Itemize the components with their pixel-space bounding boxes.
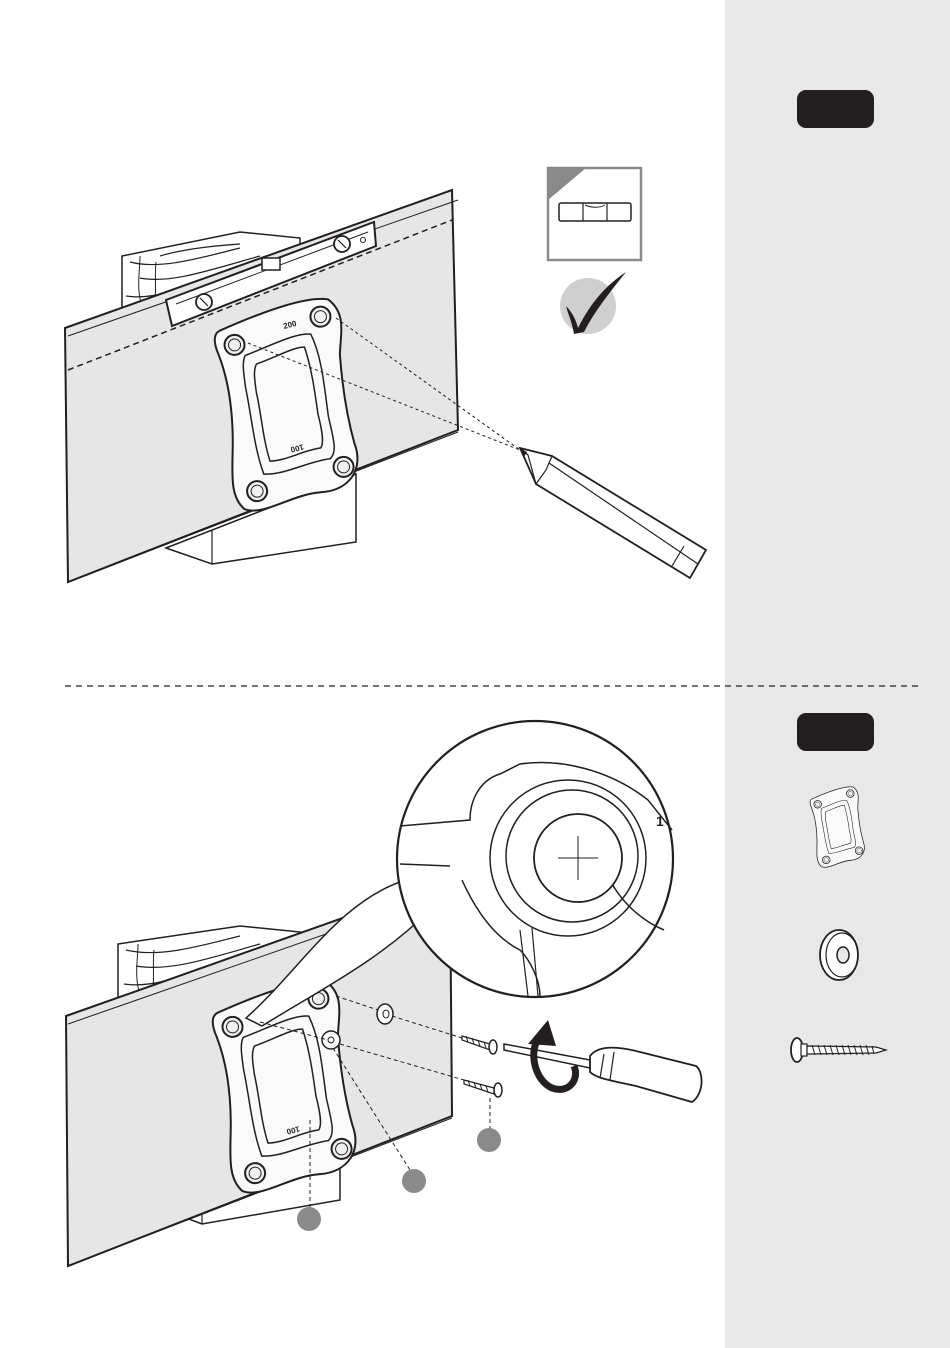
washer-part-icon <box>820 930 858 980</box>
pencil <box>520 448 706 578</box>
step1-illustration: 200 100 <box>65 168 706 582</box>
zoom-detail: 1 <box>246 721 673 1026</box>
level-indicator <box>548 168 641 260</box>
parts-sidebar <box>725 0 950 1348</box>
step-badge-2 <box>797 713 874 751</box>
plate-washer <box>322 1031 340 1049</box>
callout-plate <box>297 1207 321 1231</box>
screw-part <box>464 1080 502 1097</box>
washer-part <box>377 1004 393 1024</box>
wall-plate-part <box>808 786 867 869</box>
callout-screw <box>477 1128 501 1152</box>
check-icon <box>560 272 626 334</box>
zoom-marking: 1 <box>656 813 664 829</box>
step2-illustration: 200 100 1 <box>66 721 702 1266</box>
screw-part <box>462 1036 497 1054</box>
step-badge-1 <box>797 90 874 128</box>
callout-washer <box>402 1169 426 1193</box>
